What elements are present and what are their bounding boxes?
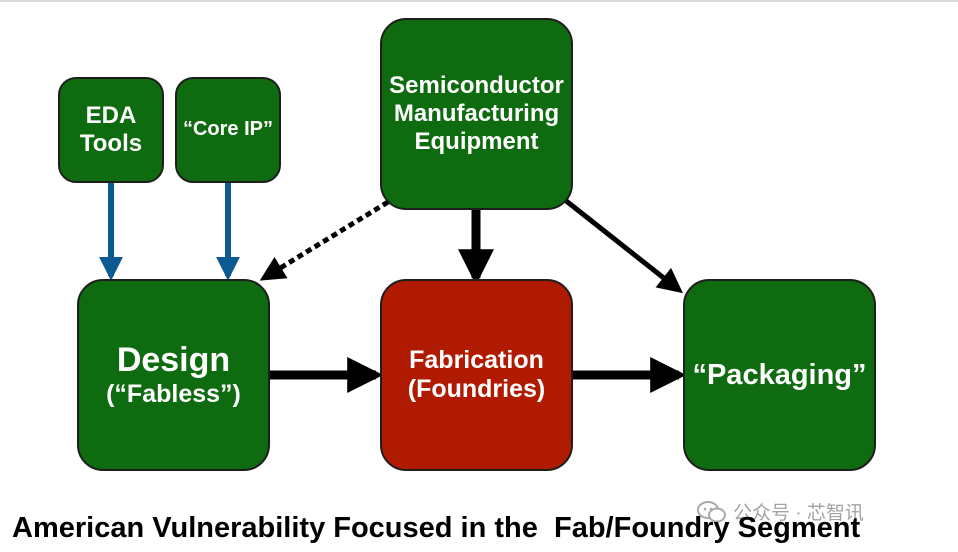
- design-subtitle: (“Fabless”): [106, 380, 241, 409]
- fabrication-line-1: Fabrication: [409, 345, 544, 374]
- caption: American Vulnerability Focused in the Fa…: [12, 512, 861, 544]
- packaging-label: “Packaging”: [692, 358, 867, 391]
- watermark: 公众号 · 芯智讯: [697, 498, 864, 525]
- watermark-text: 公众号 · 芯智讯: [733, 503, 864, 524]
- dotted-arrow-equipment-to-design: [259, 199, 390, 281]
- packaging-box: “Packaging”: [683, 279, 876, 471]
- fabrication-line-2: (Foundries): [407, 375, 546, 403]
- eda-line-1: EDA: [85, 101, 137, 129]
- eda-line-2: Tools: [79, 130, 143, 157]
- equipment-line-1: Semiconductor: [389, 71, 564, 99]
- design-title: Design: [116, 341, 231, 380]
- arrow-equipment-to-packaging: [563, 198, 683, 294]
- eda-tools-box: EDA Tools: [58, 77, 164, 183]
- fabrication-box: Fabrication (Foundries): [380, 279, 573, 471]
- equipment-line-3: Equipment: [414, 128, 539, 156]
- equipment-box: Semiconductor Manufacturing Equipment: [380, 18, 573, 210]
- equipment-line-2: Manufacturing: [393, 99, 560, 127]
- core-ip-box: “Core IP”: [175, 77, 281, 183]
- wechat-icon: [697, 500, 726, 522]
- core-ip-label: “Core IP”: [182, 118, 274, 141]
- design-box: Design (“Fabless”): [77, 279, 270, 471]
- top-divider: [0, 0, 958, 2]
